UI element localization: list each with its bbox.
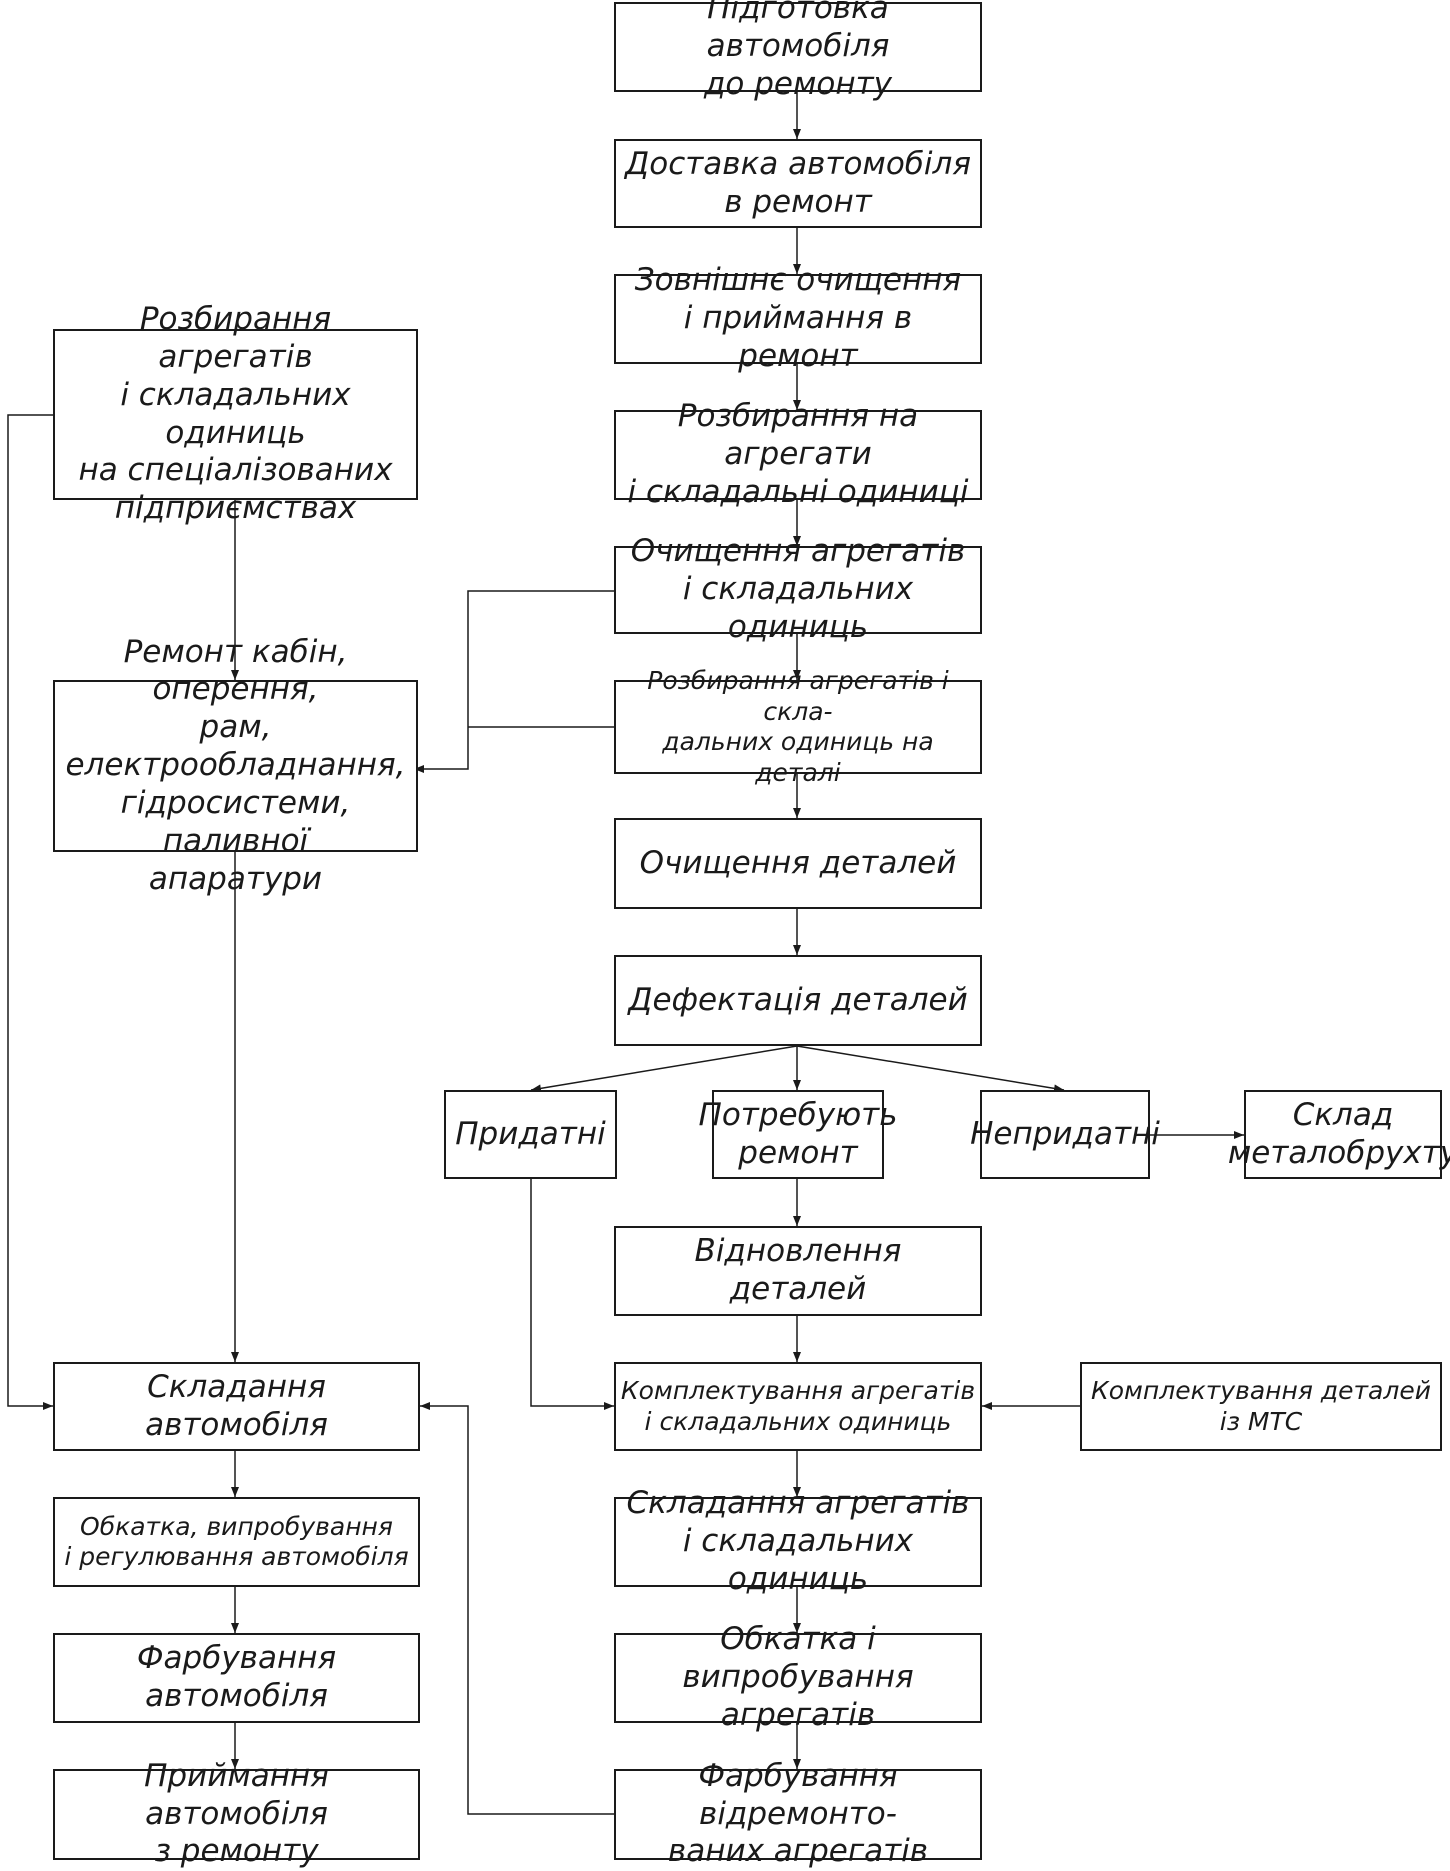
label-external-cleaning: Зовнішнє очищення і приймання в ремонт [634, 262, 962, 374]
label-cab-repair: Ремонт кабін, оперення, рам, електрообла… [65, 633, 406, 897]
box-suitable: Придатні [444, 1090, 617, 1179]
arrow-special-to-assembly [7, 414, 53, 1410]
arrow-defect-suitable [530, 1045, 798, 1093]
label-unsuitable: Непридатні [970, 1115, 1160, 1152]
box-accept-car: Приймання автомобіля з ремонту [53, 1758, 420, 1869]
label-cleaning-parts: Очищення деталей [639, 844, 957, 881]
box-complete-mts: Комплектування деталей із МТС [1080, 1362, 1442, 1451]
label-need-repair: Потребують ремонт [698, 1096, 898, 1171]
label-disassembly-parts: Розбирання агрегатів і скла- дальних оди… [647, 666, 949, 787]
label-disassembly-units: Розбирання на агрегати і складальні один… [627, 398, 969, 510]
arrow-unitclean-to-cab [414, 590, 614, 773]
arrow-defect-unsuitable [796, 1045, 1065, 1093]
box-disassembly-units: Розбирання на агрегати і складальні один… [614, 398, 982, 510]
box-unsuitable: Непридатні [970, 1090, 1160, 1179]
box-delivery: Доставка автомобіля в ремонт [614, 139, 982, 228]
label-prepare-car: Підготовка автомобіля до ремонту [703, 0, 893, 102]
label-run-in-car: Обкатка, випробування і регулювання авто… [64, 1511, 409, 1572]
label-restore-parts: Відновлення деталей [694, 1233, 902, 1307]
box-assemble-units: Складання агрегатів і складальних одиниц… [614, 1485, 982, 1597]
box-cleaning-parts: Очищення деталей [614, 818, 982, 909]
box-test-units: Обкатка і випробування агрегатів [614, 1621, 982, 1733]
box-cab-repair: Ремонт кабін, оперення, рам, електрообла… [53, 634, 418, 897]
box-scrap-warehouse: Склад металобрухту [1228, 1090, 1450, 1179]
box-cleaning-units: Очищення агрегатів і складальних одиниць [614, 533, 982, 645]
box-prepare-car: Підготовка автомобіля до ремонту [614, 0, 982, 102]
label-complete-mts: Комплектування деталей із МТС [1091, 1376, 1431, 1436]
label-specialized-disassembly: Розбирання агрегатів і складальних одини… [78, 301, 393, 527]
label-assemble-car: Складання автомобіля [145, 1368, 328, 1443]
label-test-units: Обкатка і випробування агрегатів [682, 1621, 914, 1733]
label-paint-car: Фарбування автомобіля [136, 1640, 337, 1714]
arrow-suitable-complete [530, 1179, 614, 1410]
box-restore-parts: Відновлення деталей [614, 1226, 982, 1316]
box-complete-units: Комплектування агрегатів і складальних о… [614, 1362, 982, 1451]
label-assemble-units: Складання агрегатів і складальних одиниц… [626, 1485, 970, 1597]
box-paint-units: Фарбування відремонто- ваних агрегатів [614, 1758, 982, 1869]
arrow-paintunits-to-assembly [420, 1402, 614, 1815]
box-paint-car: Фарбування автомобіля [53, 1633, 420, 1723]
box-external-cleaning: Зовнішнє очищення і приймання в ремонт [614, 262, 982, 374]
label-suitable: Придатні [455, 1115, 606, 1152]
box-specialized-disassembly: Розбирання агрегатів і складальних одини… [53, 301, 418, 526]
label-accept-car: Приймання автомобіля з ремонту [144, 1757, 329, 1870]
label-cleaning-units: Очищення агрегатів і складальних одиниць [630, 533, 966, 645]
box-need-repair: Потребують ремонт [699, 1090, 898, 1179]
label-paint-units: Фарбування відремонто- ваних агрегатів [667, 1757, 929, 1870]
label-complete-units: Комплектування агрегатів і складальних о… [620, 1376, 976, 1436]
label-delivery: Доставка автомобіля в ремонт [625, 145, 971, 220]
box-assemble-car: Складання автомобіля [53, 1362, 420, 1451]
box-disassembly-parts: Розбирання агрегатів і скла- дальних оди… [614, 666, 982, 787]
label-scrap-warehouse: Склад металобрухту [1227, 1096, 1450, 1171]
label-defect-detection: Дефектація деталей [628, 981, 968, 1018]
box-run-in-car: Обкатка, випробування і регулювання авто… [53, 1497, 420, 1587]
box-defect-detection: Дефектація деталей [614, 955, 982, 1046]
